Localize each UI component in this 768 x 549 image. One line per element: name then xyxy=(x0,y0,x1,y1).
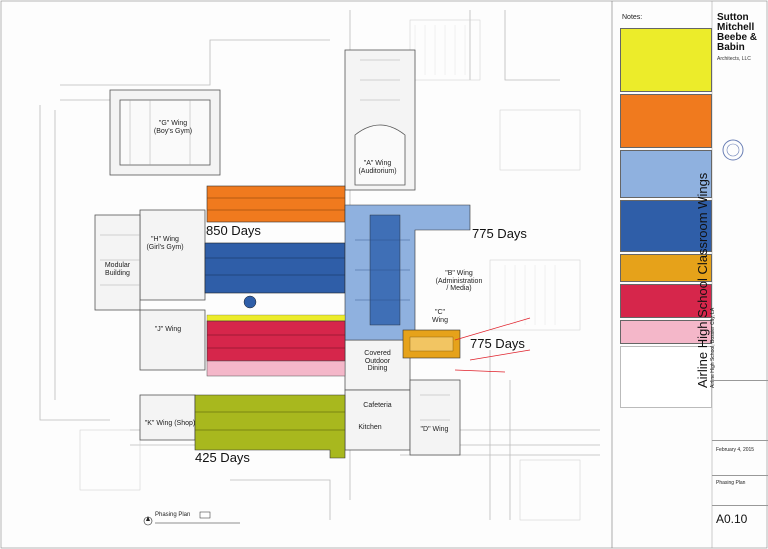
covered-dining xyxy=(344,339,411,391)
note-gold xyxy=(620,254,712,282)
modular-building-label: Modular Building xyxy=(104,262,131,277)
k-wing-label: "K" Wing (Shop) xyxy=(144,420,196,427)
phase-green-wing xyxy=(194,394,346,459)
c-wing-label: "C" Wing xyxy=(432,309,448,324)
a-wing-label: "A" Wing (Auditorium) xyxy=(358,160,397,175)
phase-orange-wing xyxy=(206,185,346,223)
covered-dining-label: Covered Outdoor Dining xyxy=(364,350,391,373)
note-general xyxy=(620,346,712,408)
existing-buildings xyxy=(94,49,461,456)
titleblock-rule xyxy=(712,440,768,441)
titleblock-rule xyxy=(712,380,768,381)
titleblock-sheet-number: A0.10 xyxy=(716,512,748,526)
kitchen-label: Kitchen xyxy=(358,424,382,431)
h-wing-building xyxy=(139,209,206,301)
note-orange xyxy=(620,94,712,148)
annotation-lines xyxy=(454,317,531,373)
parking-lots xyxy=(79,19,581,521)
scale-bar-icon xyxy=(199,511,211,519)
cafeteria-label: Cafeteria xyxy=(363,402,392,409)
note-blue xyxy=(620,200,712,252)
h-wing-label: "H" Wing (Girl's Gym) xyxy=(146,236,184,251)
j-wing-building xyxy=(139,309,206,371)
notes-title: Notes: xyxy=(622,14,643,21)
duration-orange-small: 775 Days xyxy=(470,336,525,351)
titleblock-rule xyxy=(712,475,768,476)
project-subtitle: Airline High School, Bossier City, LA xyxy=(710,307,716,388)
firm-subtitle: Architects, LLC xyxy=(717,56,751,62)
note-yellow xyxy=(620,28,712,92)
duration-green: 425 Days xyxy=(195,450,250,465)
duration-blue-west: 850 Days xyxy=(206,223,261,238)
phase-red-wing xyxy=(206,320,346,362)
note-pink xyxy=(620,320,712,344)
b-wing-label: "B" Wing (Administration / Media) xyxy=(435,270,483,293)
d-wing-label: "D" Wing xyxy=(420,426,449,433)
phase-yellow-strip xyxy=(206,314,346,322)
phase-gold-wing xyxy=(402,329,461,359)
titleblock-sheet-title: Phasing Plan xyxy=(716,480,746,486)
firm-logo: Sutton Mitchell Beebe & Babin xyxy=(717,12,758,53)
project-title: Airline High School Classroom Wings xyxy=(695,172,710,388)
note-red xyxy=(620,284,712,318)
cafeteria-building xyxy=(344,389,411,451)
parking-stripes xyxy=(414,25,556,325)
phase-blue-wing xyxy=(204,242,346,309)
phase-light-blue-wing xyxy=(344,204,471,341)
interior-grid xyxy=(100,59,450,421)
g-wing-label: "G" Wing (Boy's Gym) xyxy=(153,120,193,135)
titleblock-date: February 4, 2015 xyxy=(716,447,755,453)
phasing-plan-label: Phasing Plan xyxy=(155,512,191,518)
k-wing-building xyxy=(139,394,196,441)
seal-stamp-icon xyxy=(722,139,744,161)
modular-building xyxy=(94,214,141,311)
d-wing-building xyxy=(409,379,461,456)
titleblock-rule xyxy=(712,505,768,506)
phase-pink-wing xyxy=(206,360,346,377)
duration-blue-east: 775 Days xyxy=(472,226,527,241)
j-wing-label: "J" Wing xyxy=(154,326,182,333)
note-light-blue xyxy=(620,150,712,198)
north-arrow-icon xyxy=(143,516,153,526)
